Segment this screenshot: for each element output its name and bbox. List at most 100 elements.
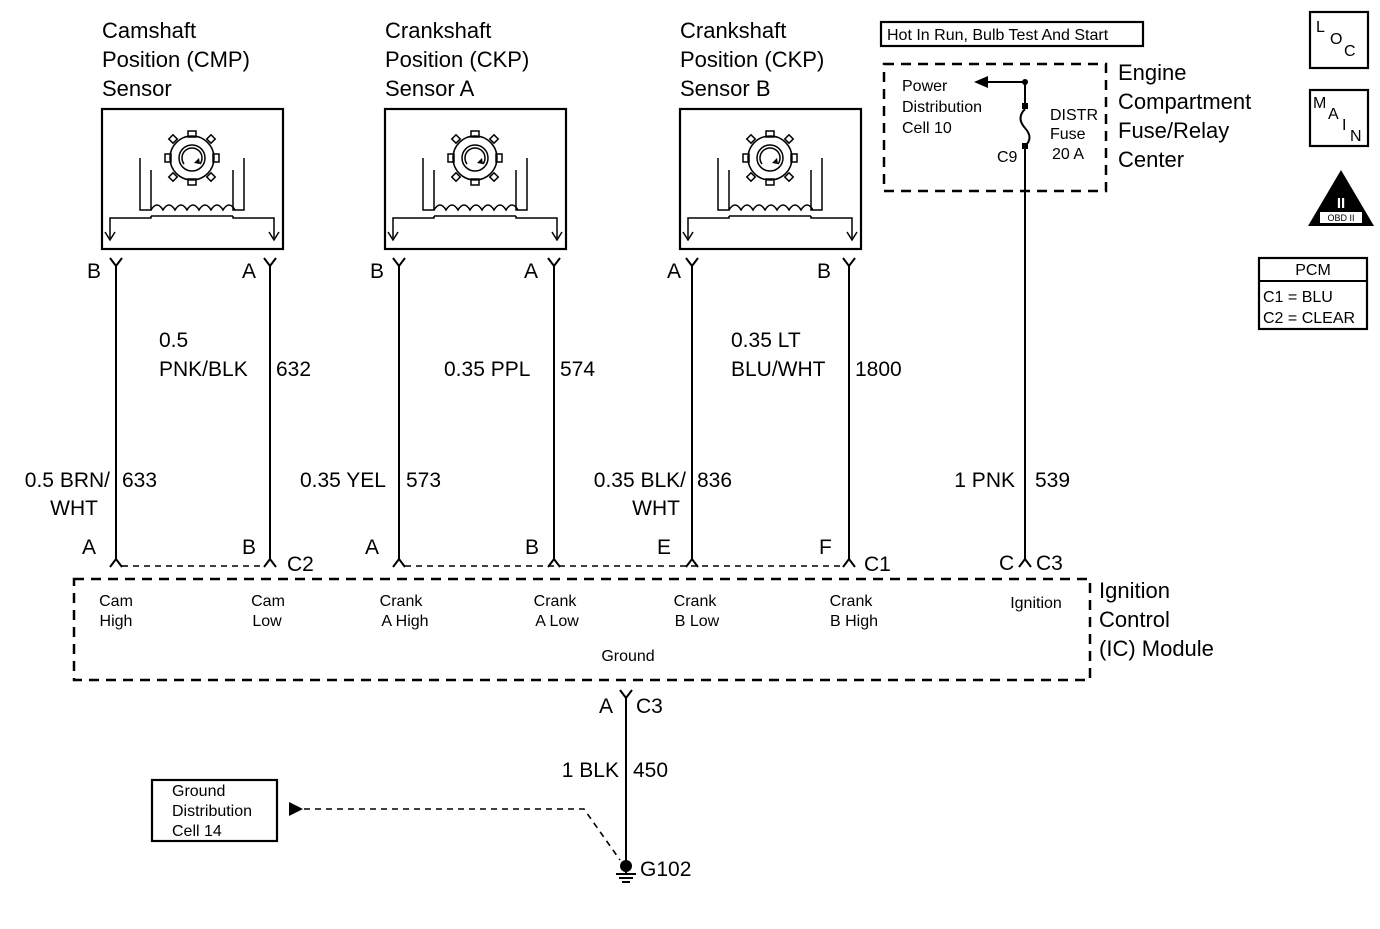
ground-dist-line3: Cell 14 xyxy=(172,823,222,840)
pin-crank-a-high: A xyxy=(365,536,379,559)
w1800-circuit: 1800 xyxy=(855,358,902,381)
term-ground: Ground xyxy=(601,648,654,665)
connector-icon xyxy=(109,557,123,568)
ckpb-title-line1: Crankshaft xyxy=(680,18,786,43)
ckpb-pin-a: A xyxy=(667,260,681,283)
term-crank-b-high-line1: Crank xyxy=(830,593,874,610)
pcm-title: PCM xyxy=(1295,262,1331,279)
fuse-block-name-line3: Fuse/Relay xyxy=(1118,118,1229,143)
fuse-block-outline xyxy=(882,62,1108,193)
ic-module: Cam High Cam Low Crank A High Crank A Lo… xyxy=(72,577,1214,682)
ic-module-name-line2: Control xyxy=(1099,607,1170,632)
fuse-icon xyxy=(1019,108,1031,147)
main-i: I xyxy=(1342,117,1346,134)
fuse-name-line1: DISTR xyxy=(1050,107,1098,124)
term-crank-b-low-line1: Crank xyxy=(674,593,718,610)
fuse-relay-center: Hot In Run, Bulb Test And Start Power Di… xyxy=(879,20,1251,193)
pcm-c2: C2 = CLEAR xyxy=(1263,310,1355,327)
ckpa-pin-b: B xyxy=(370,260,384,283)
cmp-sensor: Camshaft Position (CMP) Sensor B A xyxy=(87,18,285,283)
fuse-block-name-line1: Engine xyxy=(1118,60,1187,85)
main-n: N xyxy=(1350,128,1362,145)
module-connectors: A B C2 A B E F C1 C C3 xyxy=(82,536,1063,576)
fuse-block-name-line2: Compartment xyxy=(1118,89,1251,114)
term-crank-a-low-line2: A Low xyxy=(535,613,579,630)
connector-icon xyxy=(685,257,699,268)
w1800-color-line1: 0.35 LT xyxy=(731,329,801,352)
loc-icon: L O C xyxy=(1308,10,1370,70)
ground-point-label: G102 xyxy=(640,858,691,881)
w450-color: 1 BLK xyxy=(562,759,619,782)
main-icon: M A I N xyxy=(1308,88,1370,148)
fuse-name-line3: 20 A xyxy=(1052,146,1084,163)
ckpb-title-line3: Sensor B xyxy=(680,76,771,101)
arrow-icon xyxy=(974,76,988,88)
term-crank-a-low-line1: Crank xyxy=(534,593,578,610)
term-crank-a-high-line1: Crank xyxy=(380,593,424,610)
term-crank-a-high-line2: A High xyxy=(381,613,428,630)
main-m: M xyxy=(1313,95,1326,112)
wires xyxy=(115,190,1026,862)
w574-color: 0.35 PPL xyxy=(444,358,530,381)
pcm-c1: C1 = BLU xyxy=(1263,289,1333,306)
cmp-pin-a: A xyxy=(242,260,256,283)
ckpa-title-line2: Position (CKP) xyxy=(385,47,529,72)
connector-icon xyxy=(842,257,856,268)
ground-dist-line1: Ground xyxy=(172,783,225,800)
connector-icon xyxy=(263,257,277,268)
fuse-terminal-top xyxy=(1022,103,1028,109)
connector-icon xyxy=(619,689,633,700)
w450-circuit: 450 xyxy=(633,759,668,782)
cmp-title-line3: Sensor xyxy=(102,76,172,101)
pin-cam-low: B xyxy=(242,536,256,559)
pin-crank-b-low: E xyxy=(657,536,671,559)
ic-module-outline xyxy=(72,577,1092,682)
fuse-cavity: C9 xyxy=(997,149,1018,166)
term-cam-low-line1: Cam xyxy=(251,593,285,610)
term-crank-b-high-line2: B High xyxy=(830,613,878,630)
power-dist-line1: Power xyxy=(902,78,948,95)
connector-c3-ground: C3 xyxy=(636,695,663,718)
term-cam-low-line2: Low xyxy=(252,613,282,630)
term-cam-high-line2: High xyxy=(100,613,133,630)
w539-circuit: 539 xyxy=(1035,469,1070,492)
connector-icon xyxy=(392,257,406,268)
legend: L O C M A I N II OBD II PCM C1 = BLU C2 … xyxy=(1257,10,1374,331)
w633-color-line2: WHT xyxy=(50,497,98,520)
ground-dist-box xyxy=(150,778,279,843)
w632-color-line1: 0.5 xyxy=(159,329,188,352)
fuse-header-box xyxy=(879,20,1145,48)
pin-crank-b-high: F xyxy=(819,536,832,559)
obd-numeral: II xyxy=(1337,195,1345,212)
main-a: A xyxy=(1328,106,1339,123)
ckpb-title-line2: Position (CKP) xyxy=(680,47,824,72)
w632-color-line2: PNK/BLK xyxy=(159,358,248,381)
w573-color: 0.35 YEL xyxy=(300,469,386,492)
pin-ground: A xyxy=(599,695,613,718)
w632-circuit: 632 xyxy=(276,358,311,381)
term-crank-b-low-line2: B Low xyxy=(675,613,720,630)
wire-labels: 0.5 PNK/BLK 632 0.35 PPL 574 0.35 LT BLU… xyxy=(25,329,1070,782)
connector-icon xyxy=(109,257,123,268)
ic-module-name-line3: (IC) Module xyxy=(1099,636,1214,661)
cmp-title-line2: Position (CMP) xyxy=(102,47,250,72)
ckpa-pin-a: A xyxy=(524,260,538,283)
w836-color-line1: 0.35 BLK/ xyxy=(594,469,686,492)
connector-icon xyxy=(392,557,406,568)
ckp-sensor-b: Crankshaft Position (CKP) Sensor B A B xyxy=(667,18,863,283)
connector-icon xyxy=(263,557,277,568)
cmp-title-line1: Camshaft xyxy=(102,18,196,43)
connector-c1: C1 xyxy=(864,553,891,576)
connector-icon xyxy=(685,557,699,568)
ckpa-title-line3: Sensor A xyxy=(385,76,475,101)
term-cam-high-line1: Cam xyxy=(99,593,133,610)
pin-cam-high: A xyxy=(82,536,96,559)
fuse-block-name-line4: Center xyxy=(1118,147,1184,172)
w633-circuit: 633 xyxy=(122,469,157,492)
obd-ii-icon: II OBD II xyxy=(1308,170,1374,226)
connector-c2: C2 xyxy=(287,553,314,576)
cmp-pin-b: B xyxy=(87,260,101,283)
arrow-icon xyxy=(289,802,303,816)
w539-color: 1 PNK xyxy=(954,469,1015,492)
